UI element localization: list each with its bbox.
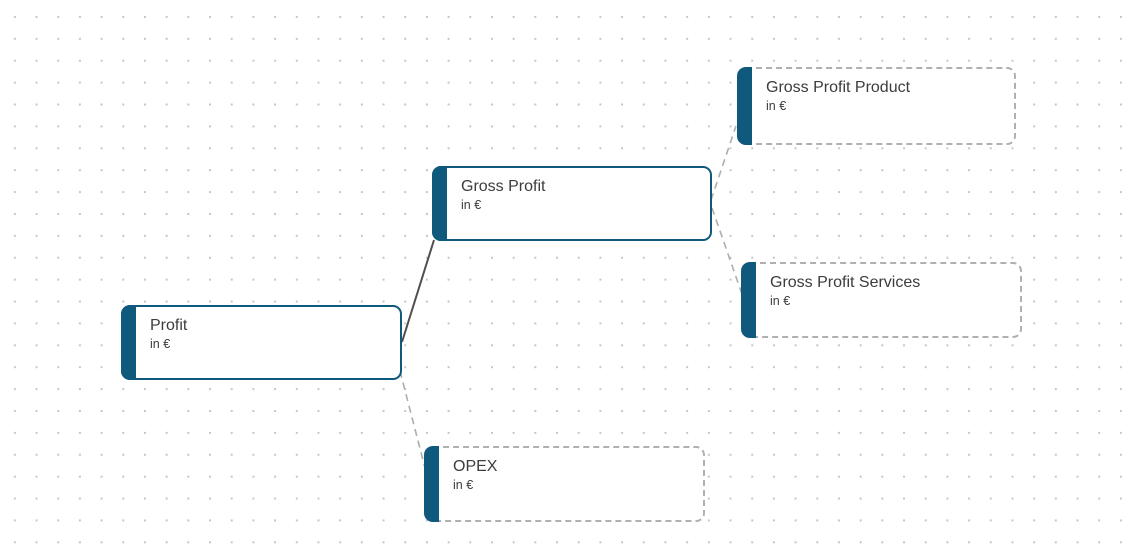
node-accent-bar [121, 305, 136, 380]
node-title: Gross Profit [461, 178, 546, 195]
node-gross-profit-services[interactable]: Gross Profit Services in € [741, 262, 1022, 338]
node-unit: in € [150, 337, 171, 351]
node-opex[interactable]: OPEX in € [424, 446, 705, 522]
node-title: OPEX [453, 458, 498, 475]
node-profit[interactable]: Profit in € [121, 305, 402, 380]
node-accent-bar [432, 166, 447, 241]
node-unit: in € [766, 99, 787, 113]
connector-profit-to-opex[interactable] [399, 370, 426, 469]
connector-profit-to-gross-profit[interactable] [401, 239, 435, 343]
connector-gross-profit-to-gross-profit-product[interactable] [710, 125, 737, 201]
node-accent-bar [424, 446, 439, 522]
node-gross-profit-product[interactable]: Gross Profit Product in € [737, 67, 1016, 145]
node-accent-bar [741, 262, 756, 338]
node-title: Gross Profit Services [770, 274, 921, 291]
node-title: Gross Profit Product [766, 79, 911, 96]
connector-gross-profit-to-gross-profit-services[interactable] [711, 207, 744, 298]
node-unit: in € [770, 294, 791, 308]
node-accent-bar [737, 67, 752, 145]
node-unit: in € [461, 198, 482, 212]
node-title: Profit [150, 317, 188, 334]
node-unit: in € [453, 478, 474, 492]
node-gross-profit[interactable]: Gross Profit in € [432, 166, 712, 241]
